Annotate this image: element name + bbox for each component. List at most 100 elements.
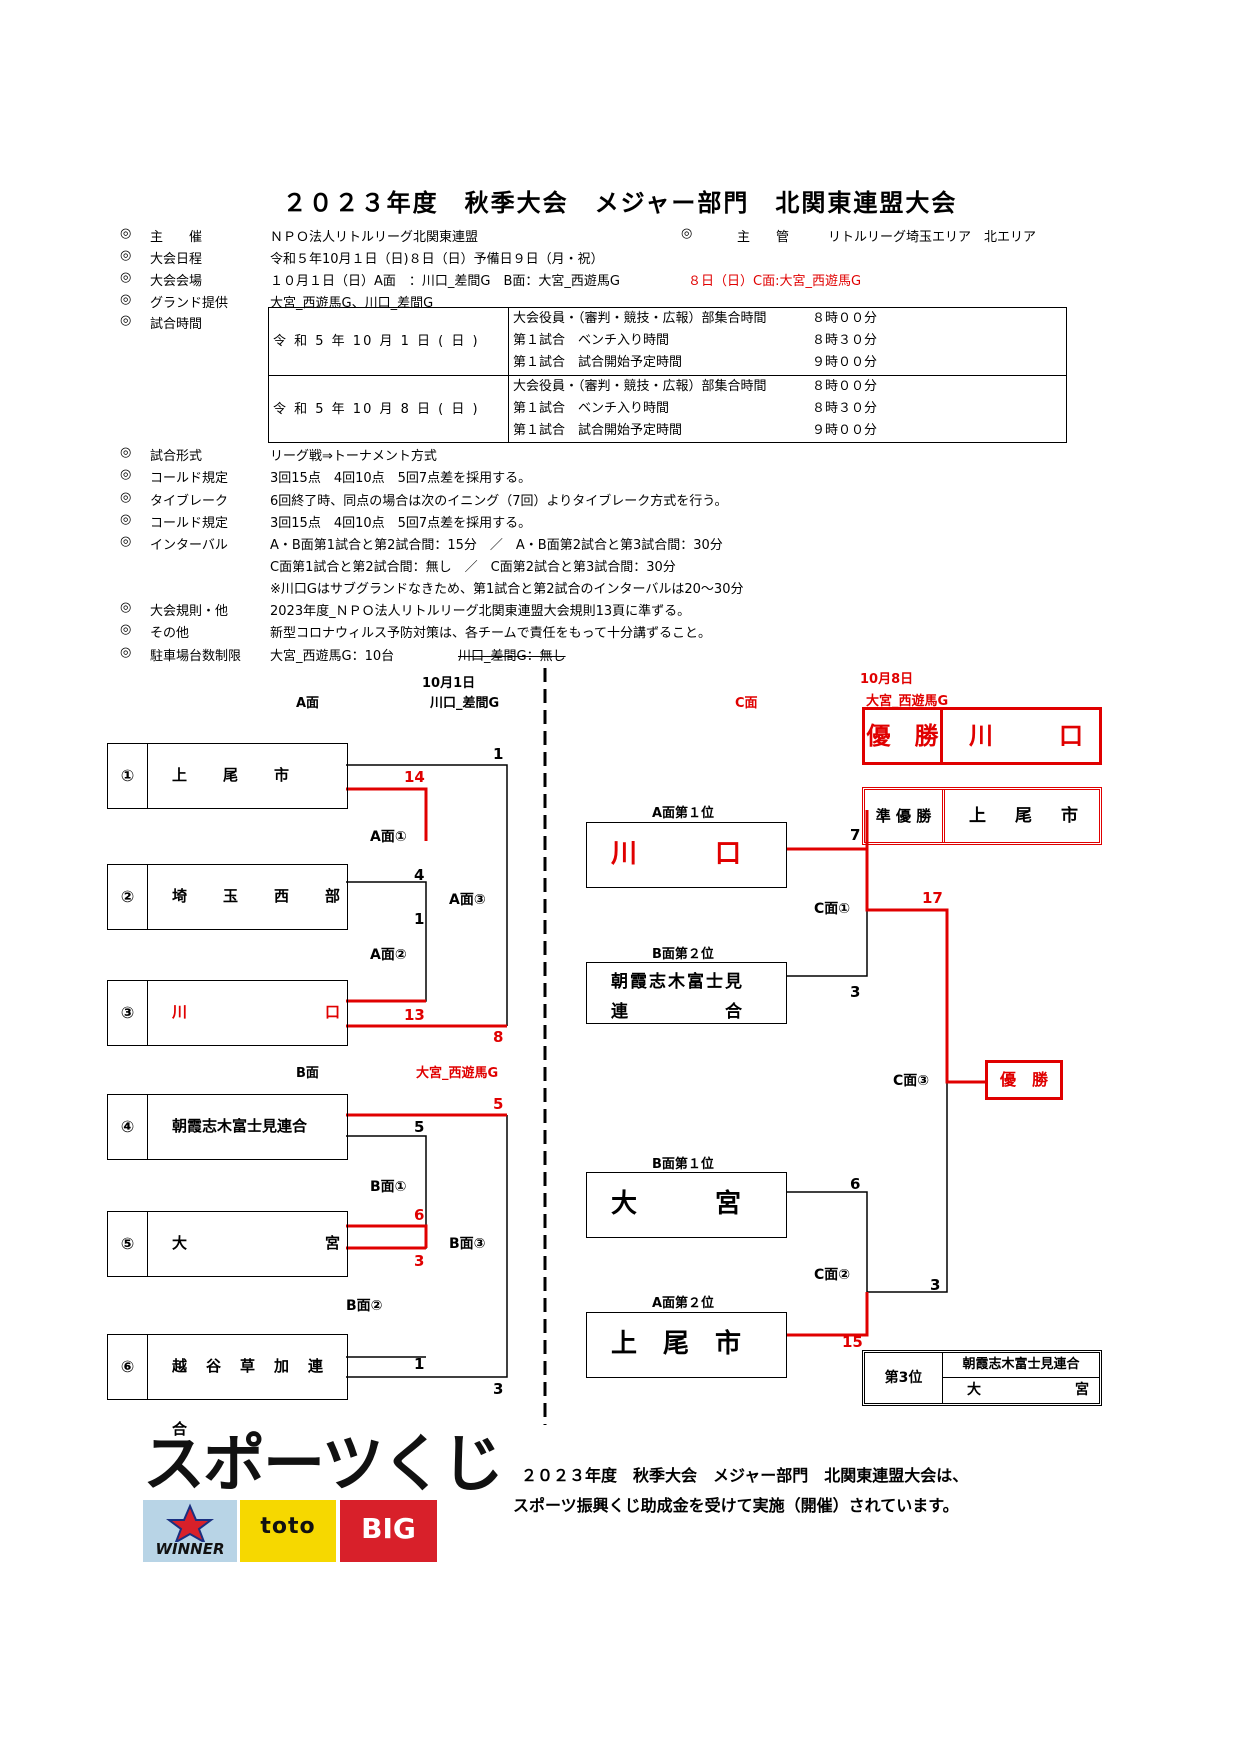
page-title: ２０２３年度 秋季大会 メジャー部門 北関東連盟大会 <box>282 189 958 217</box>
score: 5 <box>414 1118 425 1136</box>
team-name: 上 尾 市 <box>172 766 292 784</box>
called-value: 3回15点 4回10点 5回7点差を採用する。 <box>270 516 532 531</box>
shukan-value: リトルリーグ埼玉エリア 北エリア <box>828 230 1037 245</box>
third-place-box: 第3位 朝霞志木富士見連合 大 宮 <box>862 1350 1102 1406</box>
score: 1 <box>414 1355 425 1373</box>
team-number: ① <box>108 744 148 808</box>
logo-text: スポーツくじ <box>143 1427 504 1500</box>
seed-team: 上 尾 市 <box>611 1329 742 1359</box>
ground-label: グランド提供 <box>150 296 229 311</box>
schedule-line: 第１試合 試合開始予定時間 <box>513 355 683 370</box>
nittei-label: 大会日程 <box>150 252 203 267</box>
schedule-line: 大会役員・（審判・競技・広報）部集合時間 <box>513 311 767 326</box>
team-name: 大 宮 <box>172 1234 343 1252</box>
schedule-date: 令 和 5 年 10 月 8 日 ( 日 ) <box>269 376 509 443</box>
team-box: ② 埼 玉 西 部 <box>107 864 348 930</box>
game-label: B面② <box>346 1298 383 1314</box>
schedule-line: 第１試合 ベンチ入り時間 <box>513 333 670 348</box>
team-box: ③ 川 口 <box>107 980 348 1046</box>
team-number: ⑤ <box>108 1212 148 1276</box>
game-label: C面② <box>814 1267 851 1283</box>
schedule-line: 大会役員・（審判・競技・広報）部集合時間 <box>513 379 767 394</box>
parking-struck: 川口_差間G：無し <box>458 649 566 664</box>
mark: ◎ <box>120 600 132 615</box>
winner-logo: WINNER <box>143 1500 237 1562</box>
kaijo-label: 大会会場 <box>150 274 203 289</box>
mark: ◎ <box>120 248 132 263</box>
keishiki-value: リーグ戦⇒トーナメント方式 <box>270 449 437 464</box>
mark: ◎ <box>120 445 132 460</box>
team-number: ② <box>108 865 148 929</box>
interval-value: ※川口Gはサブグランドなきため、第1試合と第2試合のインターバルは20～30分 <box>270 582 744 597</box>
sonota-label: その他 <box>150 626 190 641</box>
schedule-time: ８時３０分 <box>812 401 878 416</box>
score: 6 <box>850 1175 861 1193</box>
schedule-table: 令 和 5 年 10 月 1 日 ( 日 ) 大会役員・（審判・競技・広報）部集… <box>268 307 1067 443</box>
mark: ◎ <box>120 467 132 482</box>
mark: ◎ <box>120 645 132 660</box>
shusai-label: 主 催 <box>150 230 203 245</box>
b-venue-label: 大宮_西遊馬G <box>416 1066 499 1081</box>
mark: ◎ <box>120 512 132 527</box>
mark: ◎ <box>120 490 132 505</box>
score: 13 <box>404 1006 425 1024</box>
schedule-time: ８時００分 <box>812 379 878 394</box>
schedule-row: 令 和 5 年 10 月 1 日 ( 日 ) 大会役員・（審判・競技・広報）部集… <box>269 308 1066 375</box>
schedule-time: ９時００分 <box>812 423 878 438</box>
champion-team: 川 口 <box>969 722 1089 750</box>
seed-team: 大 宮 <box>611 1189 742 1219</box>
runnerup-label: 準 優 勝 <box>865 790 945 842</box>
mark: ◎ <box>120 622 132 637</box>
runnerup-box: 準 優 勝 上 尾 市 <box>862 787 1102 845</box>
team-box: ⑥ 越 谷 草 加 連 合 <box>107 1334 348 1438</box>
seed-label: A面第１位 <box>652 806 715 821</box>
schedule-time: ８時００分 <box>812 311 878 326</box>
score: 3 <box>850 983 861 1001</box>
mark: ◎ <box>681 226 693 241</box>
score: 3 <box>493 1380 504 1398</box>
called-value: 3回15点 4回10点 5回7点差を採用する。 <box>270 471 532 486</box>
b-face-label: B面 <box>296 1066 319 1081</box>
score: 6 <box>414 1206 425 1224</box>
tiebreak-value: 6回終了時、同点の場合は次のイニング（7回）よりタイブレーク方式を行う。 <box>270 494 728 509</box>
right-date: 10月8日 <box>860 672 914 687</box>
mark: ◎ <box>120 292 132 307</box>
game-label: C面① <box>814 901 851 917</box>
seed-label: A面第２位 <box>652 1296 715 1311</box>
c-venue-label: 大宮_西遊馬G <box>866 694 949 709</box>
seed-team: 川 口 <box>611 839 742 869</box>
kisoku-label: 大会規則・他 <box>150 604 229 619</box>
interval-label: インターバル <box>150 538 228 553</box>
shusai-value: ＮＰＯ法人リトルリーグ北関東連盟 <box>270 230 479 245</box>
score: 14 <box>404 768 425 786</box>
third-team: 大 宮 <box>967 1382 1093 1398</box>
keishiki-label: 試合形式 <box>150 449 203 464</box>
team-name: 越 谷 草 加 連 合 <box>172 1357 343 1438</box>
team-name: 埼 玉 西 部 <box>172 887 343 905</box>
third-label: 第3位 <box>865 1353 943 1403</box>
third-team: 朝霞志木富士見連合 <box>943 1353 1099 1378</box>
score: 3 <box>930 1276 941 1294</box>
called-label: コールド規定 <box>150 516 229 531</box>
footer-line: スポーツ振興くじ助成金を受けて実施（開催）されています。 <box>513 1496 959 1515</box>
score: 4 <box>414 866 425 884</box>
mark: ◎ <box>120 226 132 241</box>
seed-label: B面第２位 <box>652 947 714 962</box>
left-date: 10月1日 <box>422 676 476 691</box>
winner-text: WINNER <box>155 1540 225 1558</box>
team-box: ① 上 尾 市 <box>107 743 348 809</box>
seed-team-line2: 連 合 <box>611 1002 744 1022</box>
schedule-time: ８時３０分 <box>812 333 878 348</box>
team-name: 川 口 <box>172 1003 343 1021</box>
game-label: A面③ <box>449 892 486 908</box>
seed-box: 川 口 <box>586 822 787 888</box>
a-face-label: A面 <box>296 696 320 711</box>
parking-label: 駐車場台数制限 <box>150 649 242 664</box>
score: 5 <box>493 1095 504 1113</box>
sports-kuji-logo: スポーツくじ <box>143 1432 504 1496</box>
toto-logo: toto <box>240 1500 336 1562</box>
score: 1 <box>414 910 425 928</box>
sonota-value: 新型コロナウィルス予防対策は、各チームで責任をもって十分講ずること。 <box>270 626 711 641</box>
shukan-label: 主 管 <box>737 230 790 245</box>
parking-value: 大宮_西遊馬G：10台 <box>270 649 395 664</box>
